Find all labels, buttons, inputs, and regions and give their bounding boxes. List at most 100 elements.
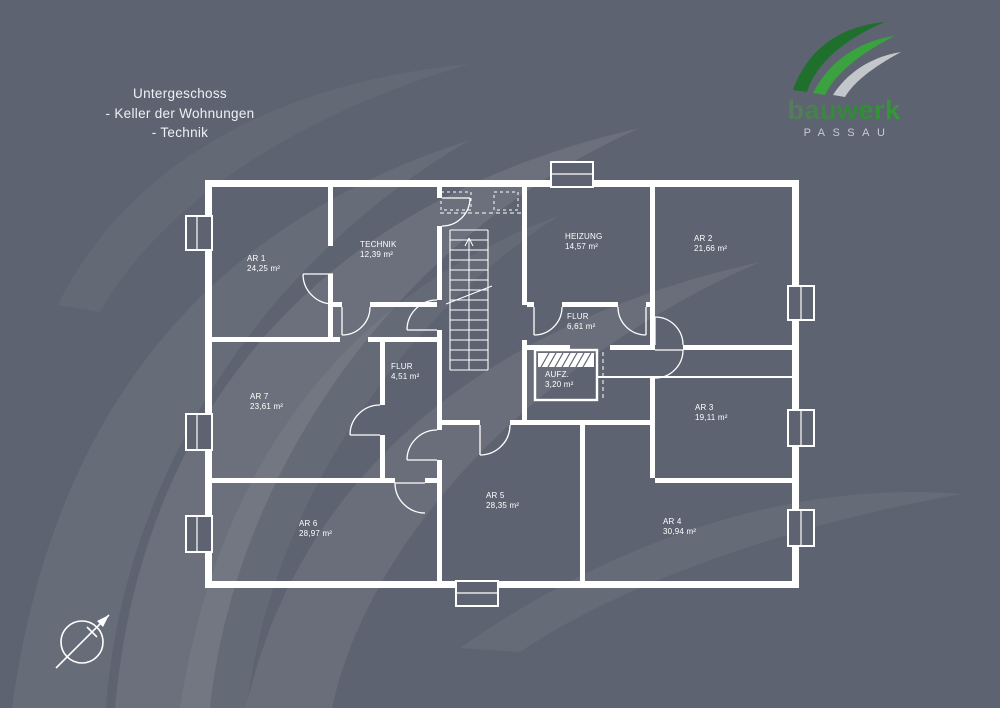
bauwerk-swoosh-mark-icon (793, 22, 901, 97)
swoosh-shape (180, 215, 560, 708)
wall-segment (562, 302, 618, 307)
wall-segment (442, 420, 480, 425)
duct-dashed-outline (493, 191, 519, 211)
wall-segment (380, 435, 385, 478)
wall-segment (328, 302, 342, 307)
wall-segment (522, 345, 570, 350)
wall-segment (650, 345, 655, 350)
room-area: 21,66 m² (694, 244, 728, 254)
room-name: AR 4 (663, 517, 682, 526)
background-swooshes (12, 64, 962, 708)
room-name: AR 7 (250, 392, 269, 401)
drawing-title-line: Untergeschoss (133, 86, 227, 101)
room-area: 24,25 m² (247, 264, 281, 274)
wall-segment (370, 302, 437, 307)
room-label-flur-1: FLUR 6,61 m² (567, 312, 596, 333)
room-label-ar5: AR 5 28,35 m² (486, 491, 519, 512)
room-area: 19,11 m² (695, 413, 728, 423)
drawing-title-line: - Technik (151, 125, 209, 141)
room-name: AUFZ. (545, 370, 570, 379)
door-arc (654, 349, 684, 379)
room-name: AR 2 (694, 234, 713, 243)
room-area: 30,94 m² (663, 527, 697, 537)
stair-break-line (445, 285, 493, 305)
north-arrow-icon (55, 614, 110, 669)
wall-segment (683, 345, 792, 350)
wall-segment (650, 378, 655, 478)
wall-segment (650, 187, 655, 345)
wall-segment (328, 274, 333, 342)
wall-segment (425, 478, 437, 483)
wall-segment (212, 337, 340, 342)
north-arrow-head (97, 615, 109, 627)
room-label-ar7: AR 7 23,61 m² (250, 392, 283, 413)
logo-city: PASSAU (803, 127, 893, 140)
room-area: 28,97 m² (299, 529, 333, 539)
room-label-ar1: AR 1 24,25 m² (247, 254, 280, 275)
room-label-ar3: AR 3 19,11 m² (695, 403, 728, 424)
elevator-hatch-lines (540, 352, 592, 368)
room-name: AR 3 (695, 403, 714, 412)
windows (185, 161, 815, 607)
room-name: FLUR (391, 362, 413, 371)
staircase (440, 191, 522, 371)
room-label-technik: TECHNIK 12,39 m² (360, 240, 397, 261)
wall-segment (205, 581, 799, 588)
swoosh-shape (12, 140, 470, 708)
elevator (533, 348, 604, 402)
room-name: AR 6 (299, 519, 318, 528)
room-label-aufzug: AUFZ. 3,20 m² (545, 370, 574, 391)
wall-segment (437, 420, 442, 430)
door-arc (394, 482, 426, 514)
swoosh-shape (58, 64, 470, 312)
room-label-ar2: AR 2 21,66 m² (694, 234, 727, 255)
wall-segment (380, 342, 385, 405)
room-label-heizung: HEIZUNG 14,57 m² (565, 232, 602, 253)
wall-segment (205, 180, 212, 588)
wall-segment (522, 187, 527, 305)
room-area: 3,20 m² (545, 380, 574, 390)
wall-segment (437, 330, 442, 420)
logo-swoosh-green (813, 36, 895, 95)
swoosh-shape (246, 262, 760, 708)
wall-segment (610, 345, 655, 350)
window-symbol (185, 413, 213, 451)
swoosh-shape (460, 491, 962, 652)
door-arc (441, 197, 471, 227)
room-name: HEIZUNG (565, 232, 603, 241)
window-symbol (185, 515, 213, 553)
door-arc (341, 306, 371, 336)
room-area: 23,61 m² (250, 402, 284, 412)
room-label-flur-2: FLUR 4,51 m² (391, 362, 420, 383)
door-arc (654, 316, 684, 346)
north-arrow-crossbar (86, 626, 98, 638)
window-symbol (185, 215, 213, 251)
wall-segment (368, 337, 437, 342)
north-arrow-circle (60, 620, 104, 664)
room-name: AR 1 (247, 254, 266, 263)
door-arc (302, 273, 334, 305)
room-area: 6,61 m² (567, 322, 596, 332)
wall-segment (522, 340, 527, 420)
logo-swoosh-silver (833, 52, 901, 97)
duct-dashed-outline (440, 191, 472, 211)
wall-segment (205, 180, 799, 187)
room-area: 28,35 m² (486, 501, 520, 511)
door-arc (406, 299, 438, 331)
doors (302, 197, 684, 514)
door-arc (479, 424, 511, 456)
room-area: 14,57 m² (565, 242, 599, 252)
room-label-ar6: AR 6 28,97 m² (299, 519, 332, 540)
wall-segment (792, 180, 799, 588)
drawing-title: Untergeschoss - Keller der Wohnungen - T… (40, 84, 320, 143)
room-area: 12,39 m² (360, 250, 394, 260)
room-area: 4,51 m² (391, 372, 420, 382)
logo-wordmark: bauwerk (756, 96, 932, 125)
partition-line (597, 376, 792, 378)
wall-segment (580, 420, 585, 582)
wall-segment (437, 226, 442, 300)
room-name: FLUR (567, 312, 589, 321)
stair-stringers (449, 230, 489, 370)
